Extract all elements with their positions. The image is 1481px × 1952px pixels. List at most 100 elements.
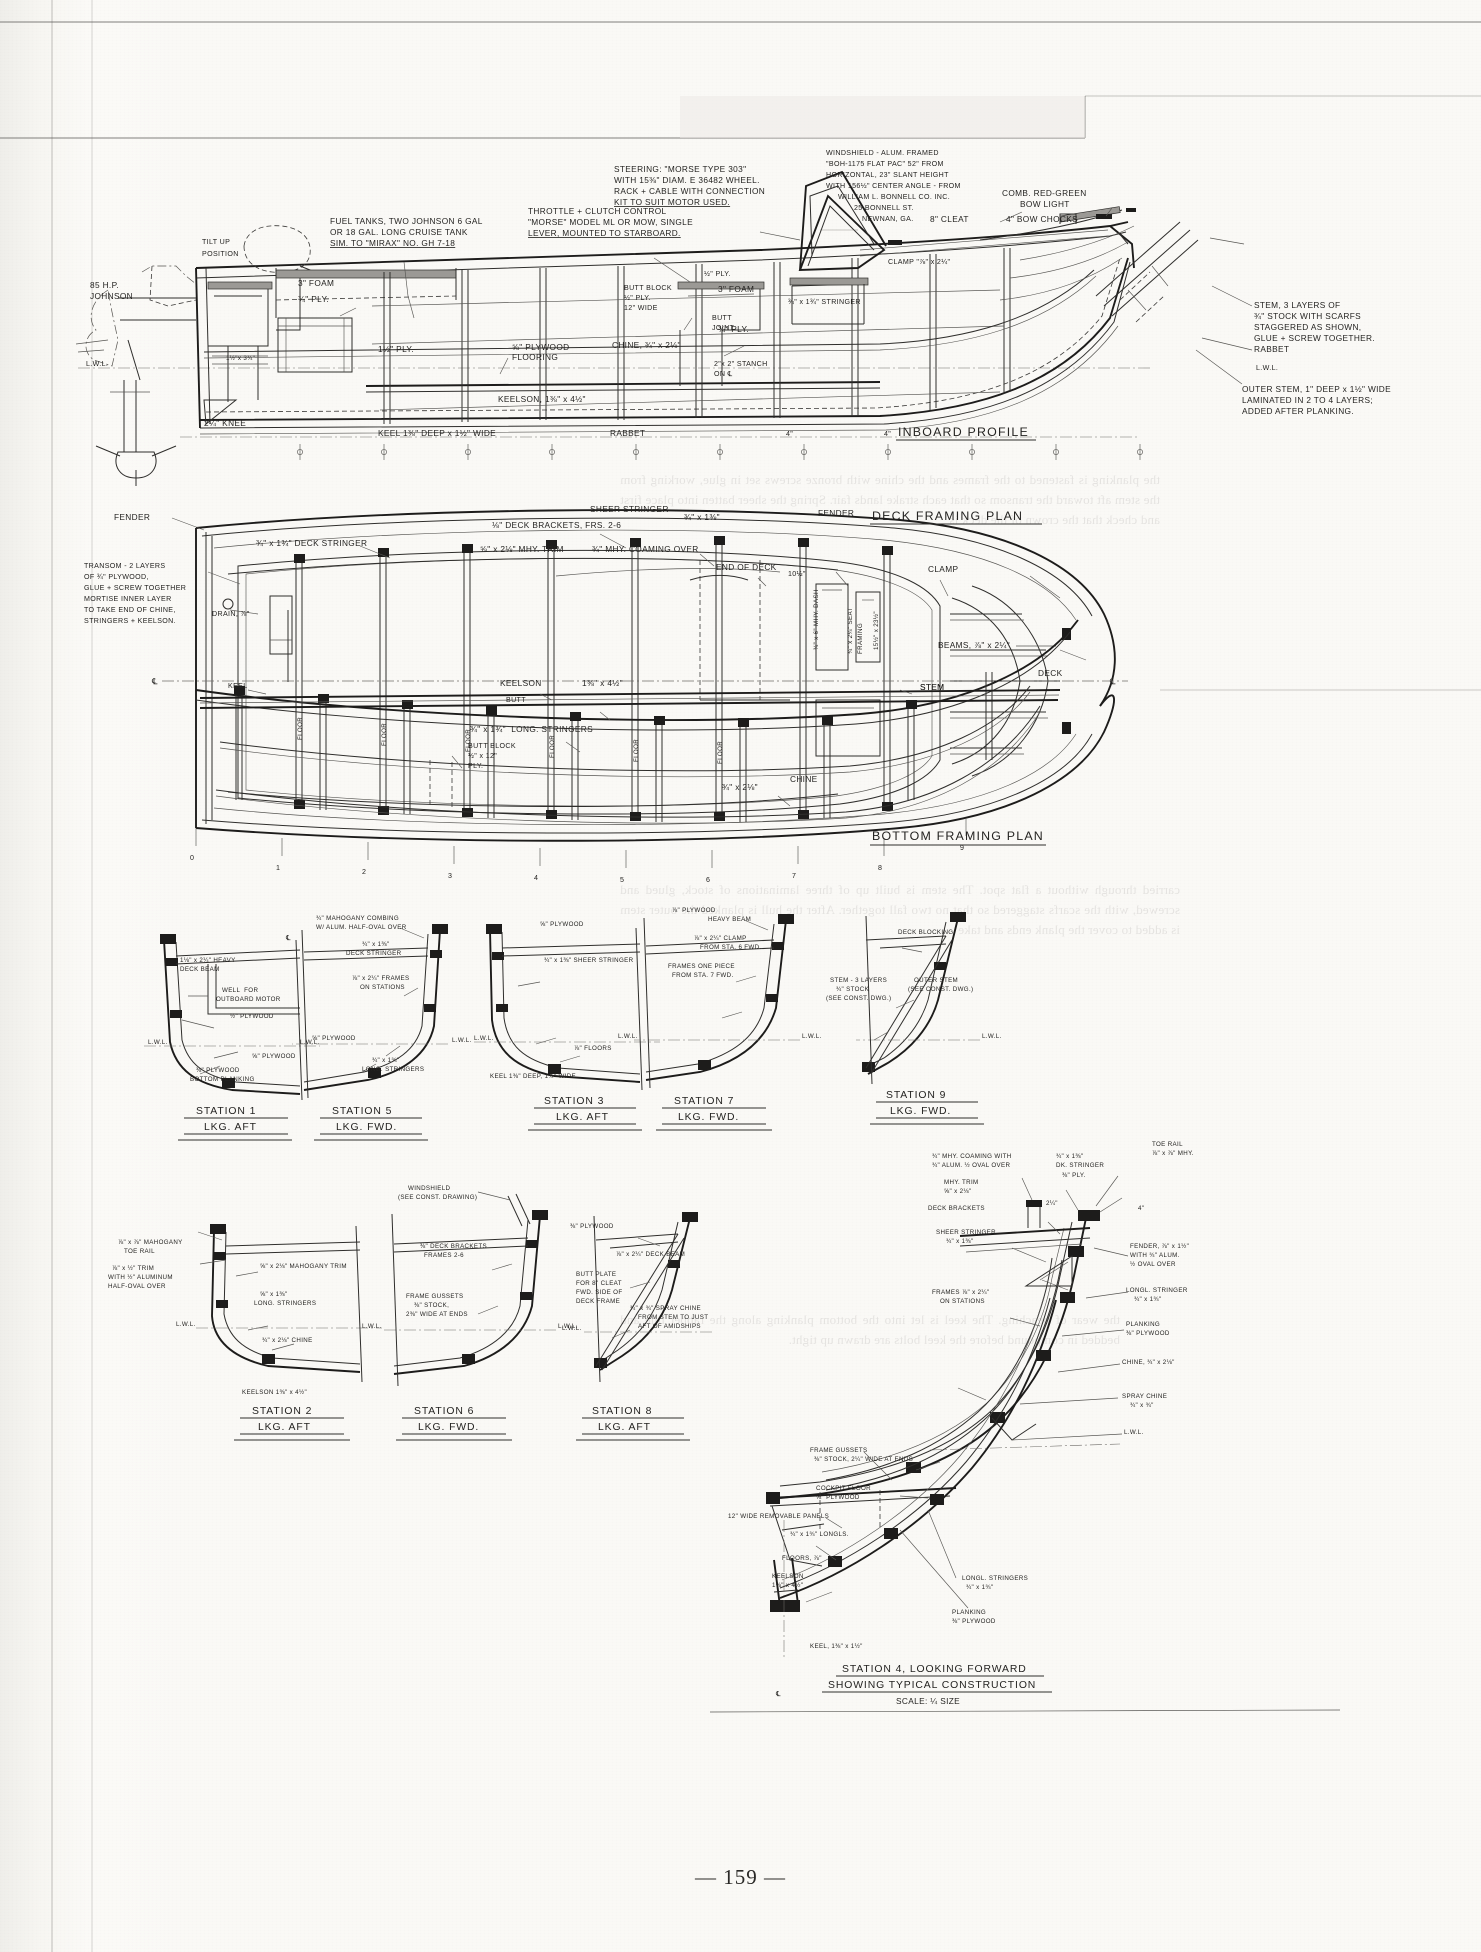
st3-plywood: ⅝" PLYWOOD [540,921,584,928]
stringer-dim-label-deck: ¾" x 1⅜" [684,512,720,522]
st1-well [207,964,300,1015]
st2-stringers: LONG. STRINGERS [254,1300,316,1307]
st9-outer-stem-line-1: OUTER STEM [914,977,958,984]
st2-toe-rail-line-1: ⅞" x ⅞" MAHOGANY [118,1239,183,1246]
fuel-tanks-note-line-3: SIM. TO "MIRAX" NO. GH 7-18 [330,238,455,248]
keelson-plan-2 [199,699,1059,709]
st7-clamp-line-1: ⅞" x 2¼" CLAMP [694,935,747,942]
st8-butt-plate-line-1: BUTT PLATE [576,1271,616,1278]
coaming-label-deck: ¾" MHY. COAMING OVER [592,544,699,554]
st4-lwl-label: L.W.L. [1124,1429,1144,1436]
steering-note-line-1: STEERING: "MORSE TYPE 303" [614,164,746,174]
keelson-label-profile: KEELSON, 1⅜" x 4½" [498,394,586,404]
stem-note-line-2: ¾" STOCK WITH SCARFS [1254,311,1361,321]
ply-half-label: ½" PLY. [704,270,731,278]
outboard-motor [75,225,321,486]
st7-hull [645,919,787,1081]
st8-spray-chine-line-3: AFT OF AMIDSHIPS [638,1323,701,1330]
st4-fender-line-1: FENDER, ⅞" x 1½" [1130,1243,1189,1250]
st3-keel: KEEL 1⅜" DEEP, 1½" WIDE. [490,1073,578,1080]
st1-deck-beam-line-2: DECK BEAM [180,966,220,973]
st4-toe-rail-line-1: TOE RAIL [1152,1141,1183,1148]
stem-label-deck: STEM [920,682,944,692]
st2-keelson: KEELSON 1⅜" x 4½" [242,1389,307,1396]
seat-framing-line-2: FRAMING [857,623,864,654]
stringer-lower [379,391,1001,411]
st7-centerline [643,917,651,1089]
st4-longls: ¾" x 1¾" LONGLS. [790,1531,849,1538]
st9-subtitle: LKG. FWD. [890,1106,951,1117]
st7-clamp-line-2: FROM STA. 6 FWD. [700,944,762,951]
windshield-note-line-3: HORIZONTAL, 23" SLANT HEIGHT [826,171,949,179]
leader-lines-bottom [247,689,913,807]
station-num-3: 3 [448,872,452,880]
st4-floor [771,1505,823,1567]
st7-heavy-beam-line-2: HEAVY BEAM [708,916,751,923]
st4-fender-block [1060,1292,1075,1303]
st9-deck-blocking: DECK BLOCKING [898,929,953,936]
stringer-upper [371,289,1001,307]
st4-mhy-trim-line-2: ⅝" x 2⅛" [944,1188,972,1195]
st5-combing-line-2: W/ ALUM. HALF-OVAL OVER [316,924,407,931]
st5-frames-line-2: ON STATIONS [360,984,405,991]
transom-note-line-2: OF ¾" PLYWOOD, [84,573,149,581]
butt-joint-line-2: JOINT [712,324,735,332]
stem-label-bottom: STEM [920,682,944,692]
st4-gussets-line-1: FRAME GUSSETS [810,1447,868,1454]
st4-mhy-trim-line-1: MHY. TRIM [944,1179,979,1186]
st7-subtitle: LKG. FWD. [678,1112,739,1123]
st5-subtitle: LKG. FWD. [336,1122,397,1133]
transom-brace-dim: 1½"x 3¾" [226,355,255,362]
deck-outline-lower-inner [201,733,1093,834]
st8-hull [599,1217,691,1371]
windshield-note-line-4: WITH 156½" CENTER ANGLE - FROM [826,182,961,190]
st2-trim-line-2: WITH ½" ALUMINUM [108,1274,173,1281]
stanchion-line-2: ON ℄ [714,370,733,378]
st4-keelson [773,1559,781,1607]
st2-lwl-left: L.W.L. [176,1321,196,1328]
st4-planking-line-1: PLANKING [1126,1321,1160,1328]
bottom-framing-plan-title: BOTTOM FRAMING PLAN [872,829,1044,843]
steering-note-line-2: WITH 15⅜" DIAM. E 36482 WHEEL. [614,175,760,185]
transom-knee [203,399,238,425]
ply-34-fwd-label: ¾" PLY. [718,324,749,334]
st1-lwl-right: L.W.L. [300,1039,320,1046]
st2-trim-line-3: HALF-OVAL OVER [108,1283,166,1290]
chine-dim-label-bottom: ¾" x 2⅛" [722,782,758,792]
station-ticks-bottom: 0 1 2 3 4 5 6 7 8 9 [190,818,967,884]
deck-framing-plan-title: DECK FRAMING PLAN [872,509,1023,523]
mhy-dash-label: ¾" x 6" MHY. DASH [813,589,820,650]
st9-title: STATION 9 [886,1090,946,1101]
st8-lwl-left: L.W.L. [562,1325,582,1332]
floor-label-4: FLOOR [549,735,556,758]
windshield-note-line-1: WINDSHIELD - ALUM. FRAMED [826,149,939,157]
st8-butt-plate-line-4: DECK FRAME [576,1298,620,1305]
station-num-6: 6 [706,876,710,884]
windshield-note-line-7: NEWNAN, GA. [862,215,914,223]
labels-station-4: ¾" MHY. COAMING WITH ¾" ALUM. ½ OVAL OVE… [709,1141,1341,1713]
st5-hull [303,929,441,1091]
st6-brackets-line-1: ⅜" DECK BRACKETS [420,1243,487,1250]
st2-trim-line-1: ⅞" x ½" TRIM [112,1265,154,1272]
st1-bottom-line-1: ⅜" PLYWOOD [196,1067,240,1074]
deck-stringer-stbd [227,791,839,808]
st9-hull [867,917,959,1075]
st6-gussets-line-3: 2⅜" WIDE AT ENDS [406,1311,468,1318]
station-num-0: 0 [190,854,194,862]
st4-subtitle: SHOWING TYPICAL CONSTRUCTION [828,1680,1036,1691]
st4-removable-panels: 12" WIDE REMOVABLE PANELS [728,1513,829,1520]
st4-coaming-line-2: ¾" ALUM. ½ OVAL OVER [932,1162,1010,1169]
keelson-plan [199,689,1061,699]
st9-stem-line-1: STEM - 3 LAYERS [830,977,887,984]
st6-gussets-line-2: ⅜" STOCK, [414,1302,449,1309]
stem-note-line-1: STEM, 3 LAYERS OF [1254,300,1340,310]
section-station-5: ¾" MAHOGANY COMBING W/ ALUM. HALF-OVAL O… [292,915,471,1141]
st4-longl-stringers2-line-1: LONGL. STRINGERS [962,1575,1028,1582]
view-bottom-framing-plan: 0 1 2 3 4 5 6 7 8 9 KEEL KEELSON 1⅜" x 4… [162,619,1128,884]
keel-label-profile: KEEL 1⅜" DEEP x 1½" WIDE [378,428,496,438]
st5-dk-stringer-line-1: ¾" x 1⅜" [362,941,390,948]
st6-windshield-line-1: WINDSHIELD [408,1185,451,1192]
st7-frames-line-2: FROM STA. 7 FWD. [672,972,734,979]
st2-toe-rail-line-2: TOE RAIL [124,1248,155,1255]
